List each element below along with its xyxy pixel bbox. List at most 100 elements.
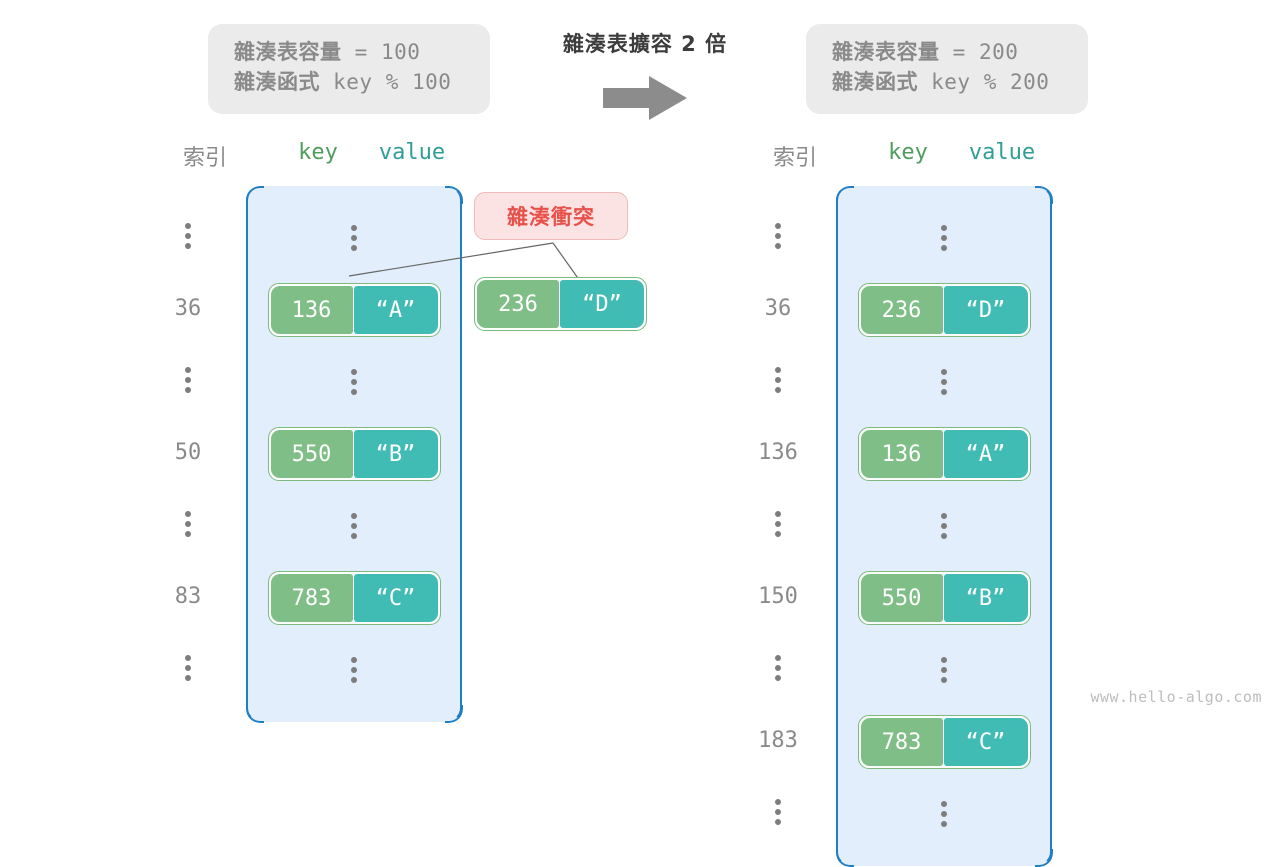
capacity-line-after: 雜湊表容量 = 200: [832, 38, 1062, 68]
value-cell: “C”: [353, 574, 438, 622]
bucket-row-ellipsis: [838, 346, 1050, 418]
vertical-ellipsis-icon: [775, 655, 781, 681]
bucket-row: 550“B”: [838, 562, 1050, 634]
vertical-ellipsis-icon: [941, 513, 947, 539]
bucket-row-ellipsis: [248, 634, 460, 706]
vertical-ellipsis-icon: [775, 367, 781, 393]
capacity-value: 100: [380, 40, 421, 64]
index-cell: [130, 632, 246, 704]
key-value-pair: 550“B”: [857, 571, 1031, 625]
capacity-equals: =: [341, 40, 381, 64]
key-value-pair: 236“D”: [857, 283, 1031, 337]
key-cell: 550: [860, 574, 943, 622]
vertical-ellipsis-icon: [351, 513, 357, 539]
vertical-ellipsis-icon: [351, 657, 357, 683]
index-column: 36 50 83: [130, 186, 246, 704]
vertical-ellipsis-icon: [351, 369, 357, 395]
expand-transition: 雜湊表擴容 2 倍: [530, 28, 760, 120]
key-cell: 136: [270, 286, 353, 334]
capacity-label: 雜湊表容量: [234, 40, 342, 64]
key-cell: 236: [477, 280, 559, 328]
bucket-column: 236“D” 136“A” 550“B” 783“C”: [836, 186, 1052, 866]
expand-label: 雜湊表擴容 2 倍: [562, 32, 728, 56]
bucket-row: 136“A”: [248, 274, 460, 346]
bucket-row: 550“B”: [248, 418, 460, 490]
key-cell: 783: [270, 574, 353, 622]
index-cell: [720, 488, 836, 560]
table-body: 36 50 83 136“A” 550“B” 783“C”: [130, 186, 462, 722]
colliding-entry: 236 “D”: [474, 277, 647, 331]
hashfn-line-after: 雜湊函式 key % 200: [832, 68, 1062, 98]
index-cell: 183: [758, 727, 798, 753]
bucket-row: 136“A”: [838, 418, 1050, 490]
bucket-row: 783“C”: [838, 706, 1050, 778]
index-cell: 150: [758, 583, 798, 609]
value-cell: “C”: [943, 718, 1028, 766]
vertical-ellipsis-icon: [185, 223, 191, 249]
header-value: value: [968, 140, 1036, 165]
vertical-ellipsis-icon: [941, 801, 947, 827]
capacity-label: 雜湊表容量: [832, 40, 940, 64]
index-cell: [130, 488, 246, 560]
vertical-ellipsis-icon: [185, 367, 191, 393]
bucket-row: 236“D”: [838, 274, 1050, 346]
index-cell: 36: [174, 295, 202, 321]
bucket-row-ellipsis: [838, 778, 1050, 850]
bucket-column: 136“A” 550“B” 783“C”: [246, 186, 462, 722]
index-cell: 50: [174, 439, 202, 465]
vertical-ellipsis-icon: [941, 369, 947, 395]
hashfn-label: 雜湊函式: [234, 69, 320, 94]
capacity-line-before: 雜湊表容量 = 100: [234, 38, 464, 68]
index-cell: [720, 776, 836, 848]
key-value-pair: 136“A”: [267, 283, 441, 337]
column-headers: 索引 key value: [130, 140, 462, 186]
value-cell: “B”: [353, 430, 438, 478]
index-cell: [720, 200, 836, 272]
vertical-ellipsis-icon: [941, 225, 947, 251]
vertical-ellipsis-icon: [775, 223, 781, 249]
header-index: 索引: [182, 146, 227, 171]
key-cell: 550: [270, 430, 353, 478]
header-index: 索引: [772, 146, 817, 171]
index-cell: [720, 344, 836, 416]
arrow-right-icon: [603, 76, 687, 120]
hashfn-line-before: 雜湊函式 key % 100: [234, 68, 464, 98]
vertical-ellipsis-icon: [941, 657, 947, 683]
header-key: key: [298, 140, 338, 165]
hashfn-label: 雜湊函式: [832, 69, 918, 94]
header-value: value: [378, 140, 446, 165]
key-value-pair: 136“A”: [857, 427, 1031, 481]
header-key: key: [888, 140, 928, 165]
key-value-pair: 236 “D”: [474, 277, 647, 331]
vertical-ellipsis-icon: [351, 225, 357, 251]
watermark: www.hello-algo.com: [1090, 688, 1262, 706]
vertical-ellipsis-icon: [185, 511, 191, 537]
index-cell: 83: [174, 583, 202, 609]
value-cell: “A”: [353, 286, 438, 334]
bucket-row-ellipsis: [838, 202, 1050, 274]
key-value-pair: 550“B”: [267, 427, 441, 481]
key-cell: 236: [860, 286, 943, 334]
key-value-pair: 783“C”: [267, 571, 441, 625]
hashfn-expression: key % 200: [918, 69, 1050, 94]
bucket-row-ellipsis: [248, 202, 460, 274]
hash-config-after: 雜湊表容量 = 200 雜湊函式 key % 200: [806, 24, 1088, 114]
column-headers: 索引 key value: [720, 140, 1052, 186]
capacity-equals: =: [939, 40, 979, 64]
value-cell: “D”: [943, 286, 1028, 334]
key-cell: 783: [860, 718, 943, 766]
vertical-ellipsis-icon: [775, 511, 781, 537]
bucket-row-ellipsis: [248, 346, 460, 418]
vertical-ellipsis-icon: [185, 655, 191, 681]
hash-table-before: 索引 key value 36 50 83 136“A” 550“B” 783“C”: [130, 140, 462, 722]
bucket-row: 783“C”: [248, 562, 460, 634]
value-cell: “B”: [943, 574, 1028, 622]
bucket-row-ellipsis: [838, 490, 1050, 562]
capacity-value: 200: [978, 40, 1019, 64]
hash-config-before: 雜湊表容量 = 100 雜湊函式 key % 100: [208, 24, 490, 114]
key-cell: 136: [860, 430, 943, 478]
hashfn-expression: key % 100: [320, 69, 452, 94]
